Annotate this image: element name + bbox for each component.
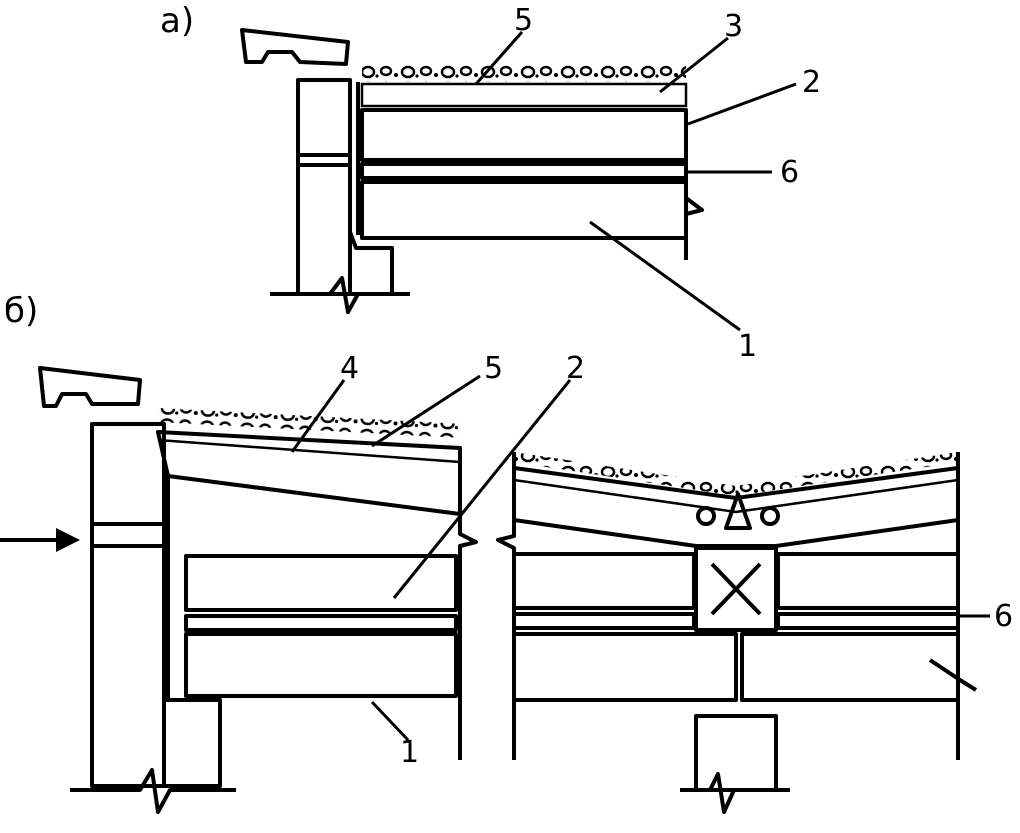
slab-b-right-2	[740, 632, 960, 702]
parapet-coping-b	[38, 366, 142, 408]
parapet-coping	[240, 28, 350, 66]
section-a-drawing	[240, 28, 704, 314]
callout-a-2: 2	[802, 65, 821, 100]
leaders-a	[474, 31, 797, 332]
callout-a-1: 1	[738, 329, 757, 364]
slab-b-right-1	[512, 632, 738, 702]
callout-a-6: 6	[780, 155, 799, 190]
callout-b-4: 4	[340, 351, 359, 386]
screed-layer-a	[360, 82, 688, 108]
insulation-layer-a	[360, 108, 688, 162]
slab-b-left	[184, 632, 458, 698]
column	[694, 714, 778, 792]
parapet-wall	[296, 78, 352, 296]
callout-a-5: 5	[514, 3, 533, 38]
vapour-barrier-a	[360, 162, 688, 180]
brick-wall-b	[90, 422, 166, 788]
section-label-b: б)	[4, 291, 38, 331]
callout-b-2: 2	[566, 351, 585, 386]
section-b-left-drawing	[0, 366, 478, 814]
support-block	[694, 546, 778, 632]
wall-return	[348, 231, 394, 296]
callout-b-1: 1	[400, 735, 419, 770]
slab-a	[360, 180, 688, 240]
section-b-right-drawing	[496, 452, 978, 814]
callout-a-3: 3	[724, 9, 743, 44]
roof-panel-right	[512, 466, 960, 548]
section-label-a: а)	[160, 1, 194, 41]
callout-b-5: 5	[484, 351, 503, 386]
gravel-layer-a	[362, 64, 686, 82]
leaders-b	[290, 374, 990, 742]
insulation-layer-b-left	[184, 554, 458, 612]
callout-b-6: 6	[994, 599, 1013, 634]
